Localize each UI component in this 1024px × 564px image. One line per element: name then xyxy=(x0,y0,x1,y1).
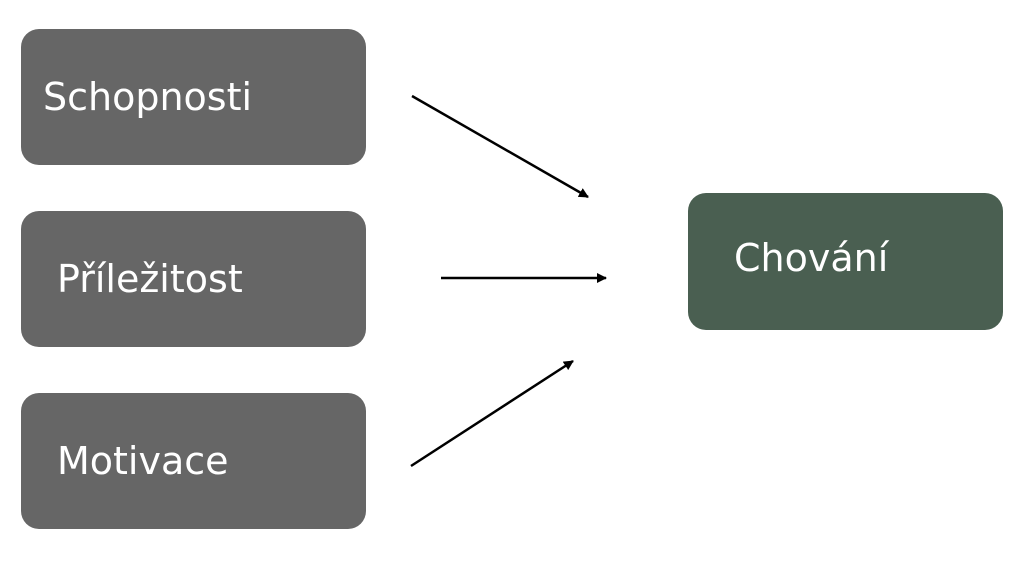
arrow-motivace-to-chovani xyxy=(410,359,574,468)
factor-box-prilezitost: Příležitost xyxy=(21,211,366,347)
outcome-label-chovani: Chování xyxy=(734,235,889,280)
factor-box-schopnosti: Schopnosti xyxy=(21,29,366,165)
factor-label-motivace: Motivace xyxy=(57,439,229,483)
arrow-schopnosti-to-chovani xyxy=(411,94,589,199)
outcome-box-chovani: Chování xyxy=(688,193,1003,330)
factor-label-prilezitost: Příležitost xyxy=(57,257,243,301)
factor-label-schopnosti: Schopnosti xyxy=(43,75,253,119)
factor-box-motivace: Motivace xyxy=(21,393,366,529)
